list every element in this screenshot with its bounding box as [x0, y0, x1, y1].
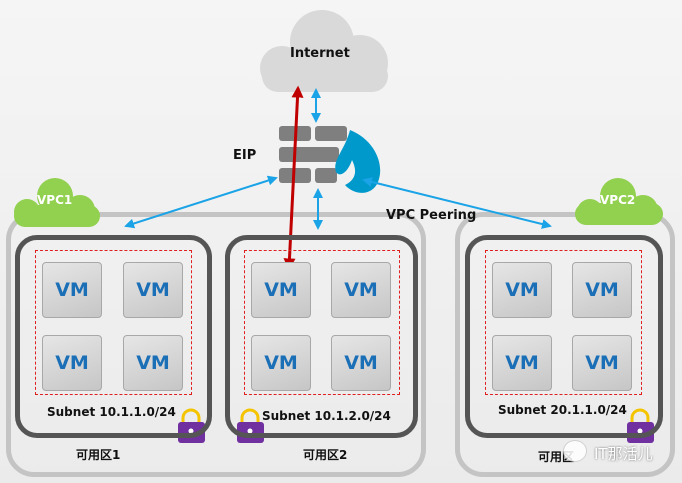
vpc2-label: VPC2	[600, 193, 636, 207]
vm-instance[interactable]: VM	[492, 262, 552, 318]
vpc-peering-label: VPC Peering	[386, 208, 477, 223]
availability-zone-1	[15, 235, 212, 438]
vpc2-container	[455, 212, 675, 477]
vm-instance[interactable]: VM	[123, 262, 183, 318]
availability-zone-2	[225, 235, 418, 438]
availability-zone-3	[465, 235, 663, 438]
vpc1-peering-arrow	[124, 175, 278, 229]
vm-instance[interactable]: VM	[251, 335, 311, 391]
vm-instance[interactable]: VM	[572, 262, 632, 318]
vm-instance[interactable]: VM	[42, 335, 102, 391]
subnet-label: Subnet 10.1.2.0/24	[262, 409, 391, 423]
vpc2-cloud-icon	[575, 178, 663, 225]
wechat-icon	[563, 440, 587, 462]
subnet-box	[244, 250, 400, 395]
vpc1-label: VPC1	[37, 193, 73, 207]
subnet-box	[35, 250, 192, 395]
vm-instance[interactable]: VM	[42, 262, 102, 318]
vpc2-peering-arrow	[362, 177, 552, 229]
watermark-text: IT那活儿	[594, 445, 653, 463]
vm-instance[interactable]: VM	[572, 335, 632, 391]
vm-instance[interactable]: VM	[331, 335, 391, 391]
vm-instance[interactable]: VM	[123, 335, 183, 391]
vm-instance[interactable]: VM	[331, 262, 391, 318]
subnet-label: Subnet 20.1.1.0/24	[498, 403, 627, 417]
subnet-box	[485, 250, 642, 395]
internet-cloud-icon	[260, 10, 388, 92]
subnet-label: Subnet 10.1.1.0/24	[47, 405, 176, 419]
zone-label: 可用区1	[76, 448, 121, 462]
vpc1-cloud-icon	[14, 178, 100, 227]
internet-label: Internet	[290, 46, 350, 61]
eip-label: EIP	[233, 148, 257, 163]
vm-instance[interactable]: VM	[251, 262, 311, 318]
zone-label: 可用区2	[303, 448, 348, 462]
vm-instance[interactable]: VM	[492, 335, 552, 391]
